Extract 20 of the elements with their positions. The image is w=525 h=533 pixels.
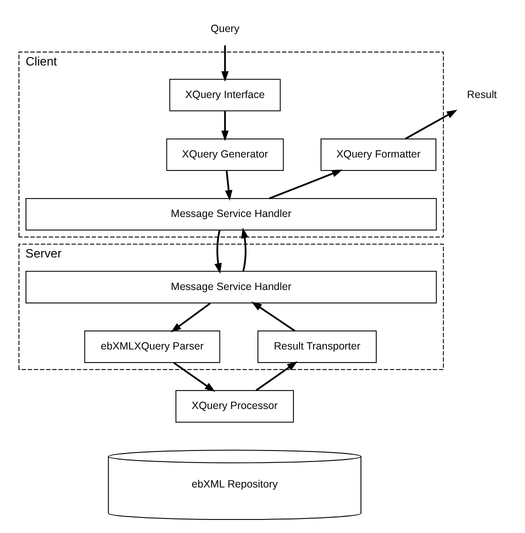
node-box: XQuery Interface xyxy=(169,78,281,112)
node-box: XQuery Processor xyxy=(175,390,294,423)
node-box: Result Transporter xyxy=(257,330,377,363)
node-box: XQuery Generator xyxy=(166,138,284,171)
node-box: Message Service Handler xyxy=(26,270,437,304)
node-box: XQuery Formatter xyxy=(320,138,436,171)
arrow xyxy=(241,228,248,272)
arrow xyxy=(225,170,232,201)
arrow xyxy=(221,111,229,142)
node-box: Message Service Handler xyxy=(26,198,437,231)
arrow xyxy=(214,230,222,274)
arrow xyxy=(173,362,216,392)
arrow xyxy=(221,45,229,82)
node-text: Query xyxy=(210,23,240,36)
node-text: Result xyxy=(467,88,497,101)
node-box: ebXMLXQuery Parser xyxy=(84,330,220,363)
arrow xyxy=(268,170,343,200)
arrow xyxy=(170,302,211,332)
arrow xyxy=(251,302,296,332)
arrow xyxy=(404,110,458,140)
